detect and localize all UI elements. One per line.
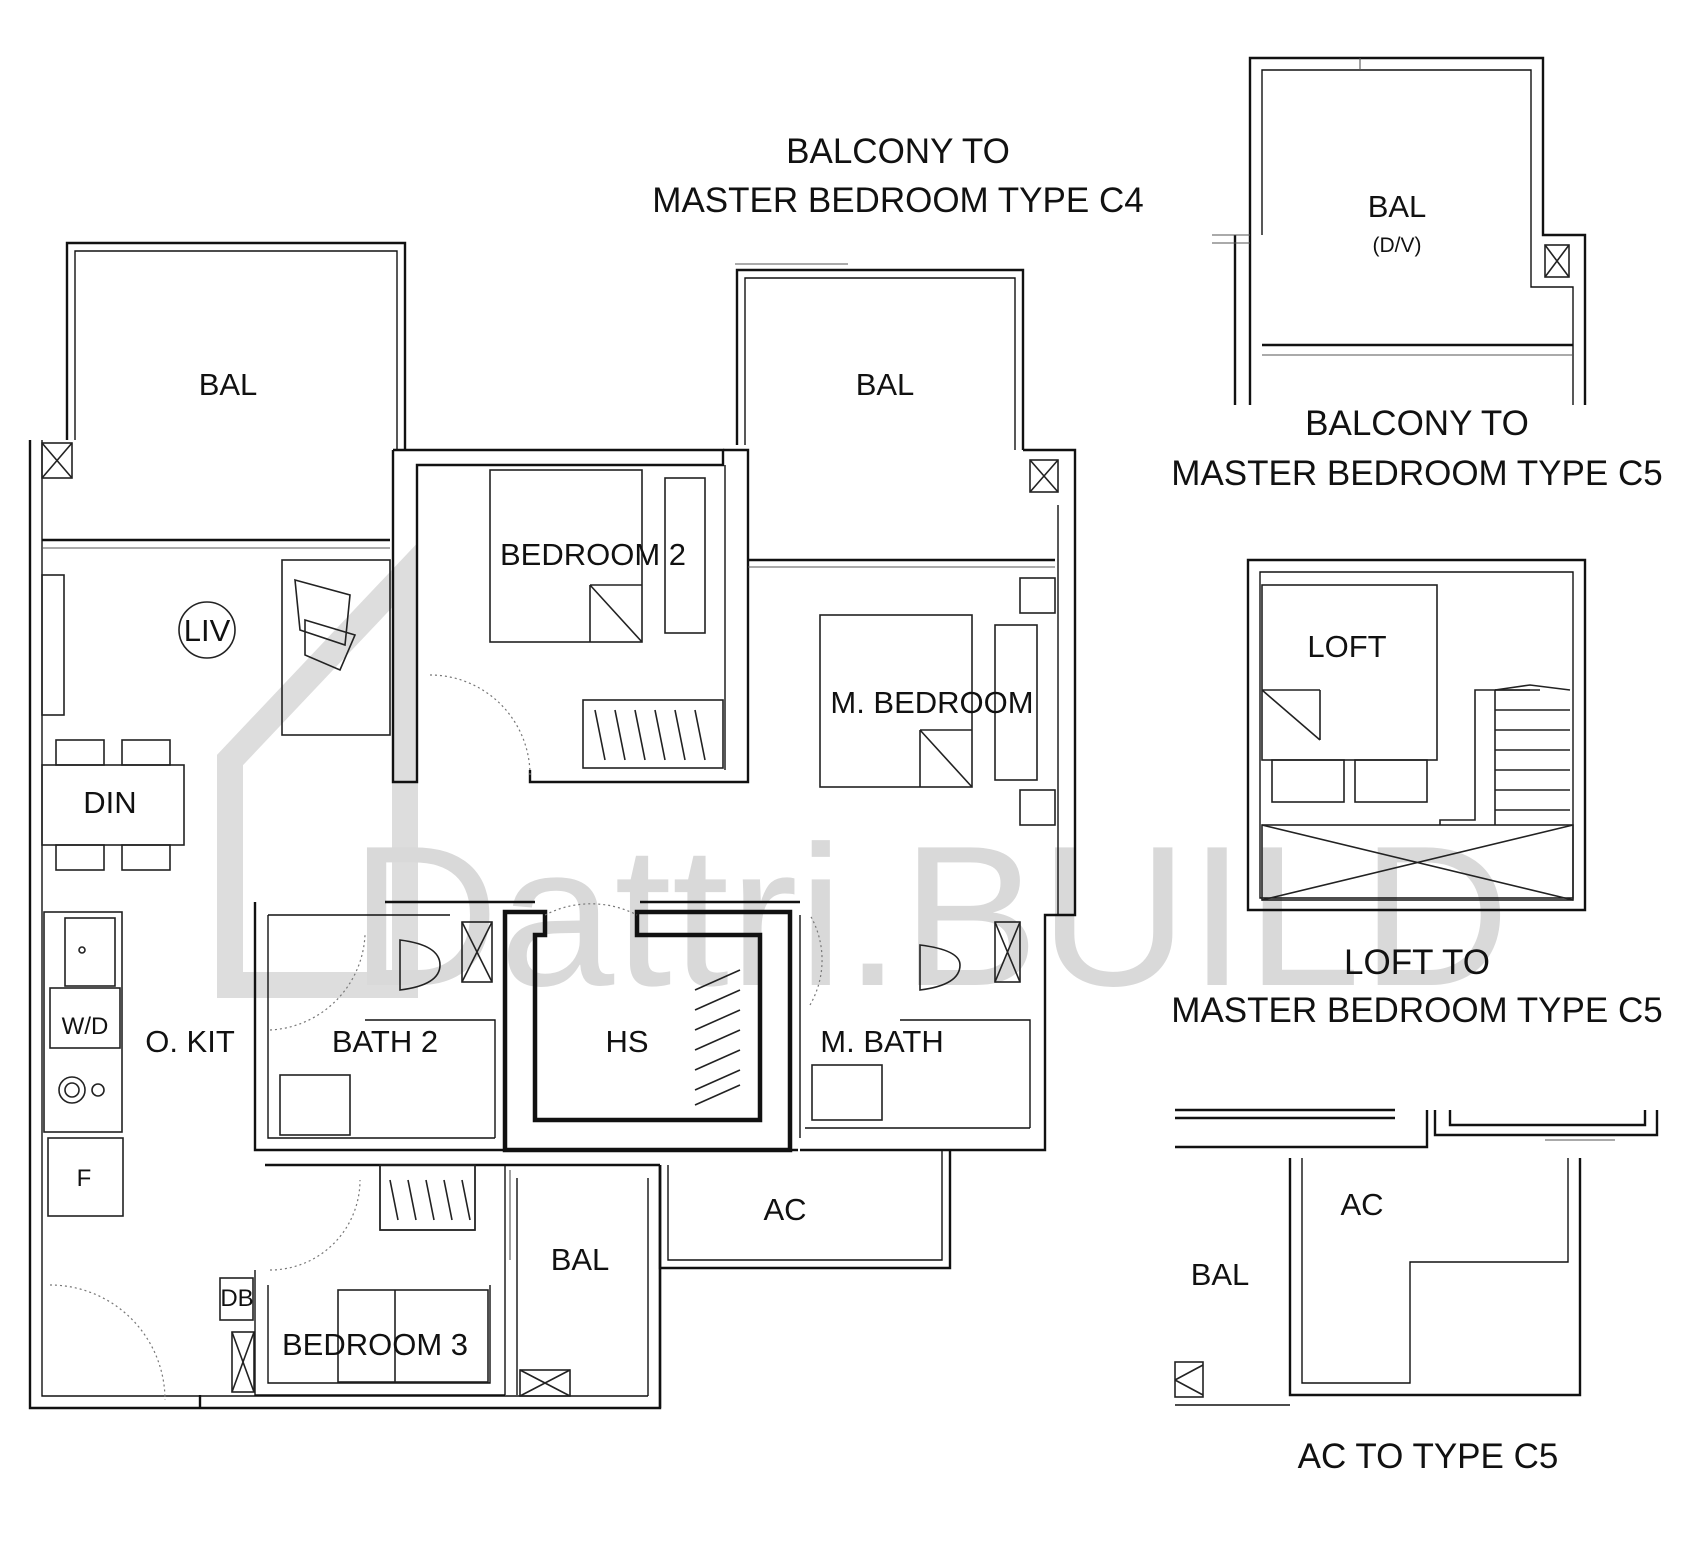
label-bal-master: BAL <box>856 367 915 402</box>
room-labels: BAL BAL BEDROOM 2 LIV M. BEDROOM DIN W/D… <box>62 367 1034 1362</box>
label-db: DB <box>220 1285 253 1312</box>
label-wd: W/D <box>62 1013 109 1040</box>
caption-c5-loft-line-1: LOFT TO <box>1344 943 1490 982</box>
label-bal-living: BAL <box>199 367 258 402</box>
inset-duct-icon <box>1544 244 1570 278</box>
caption-c5-ac-line-1: AC TO TYPE C5 <box>1298 1437 1559 1476</box>
label-bedroom-3: BEDROOM 3 <box>282 1327 468 1362</box>
duct-icons <box>41 442 1059 1397</box>
label-f: F <box>77 1165 92 1192</box>
inset-ac-label: AC <box>1340 1187 1383 1222</box>
label-m-bedroom: M. BEDROOM <box>830 685 1033 720</box>
caption-c4-line-1: BALCONY TO <box>786 132 1010 171</box>
label-bal-bedroom3: BAL <box>551 1242 610 1277</box>
label-m-bath: M. BATH <box>820 1024 943 1059</box>
label-din: DIN <box>83 785 136 820</box>
caption-c4: BALCONY TO MASTER BEDROOM TYPE C4 <box>652 132 1143 220</box>
door-swings <box>49 674 823 1401</box>
inset-ac-c5: AC BAL AC TO TYPE C5 <box>1174 1108 1659 1476</box>
inset-loft-c5: LOFT LOFT TO MASTER BEDROOM TYPE C5 <box>1171 558 1663 1030</box>
main-plan-walls <box>28 241 1077 1410</box>
label-o-kit: O. KIT <box>145 1024 235 1059</box>
furniture <box>41 469 1056 1383</box>
caption-c5-balcony-line-2: MASTER BEDROOM TYPE C5 <box>1171 454 1662 493</box>
liv-marker <box>178 601 236 659</box>
inset-loft-label: LOFT <box>1307 629 1386 664</box>
label-liv: LIV <box>184 613 231 648</box>
label-bedroom-2: BEDROOM 2 <box>500 537 686 572</box>
inset-ac-bal-label: BAL <box>1191 1257 1250 1292</box>
caption-c5-balcony-line-1: BALCONY TO <box>1305 404 1529 443</box>
caption-c4-line-2: MASTER BEDROOM TYPE C4 <box>652 181 1143 220</box>
watermark-house-icon <box>217 542 418 998</box>
inset-c5-bal-label: BAL <box>1368 189 1427 224</box>
label-ac: AC <box>763 1192 806 1227</box>
label-bath-2: BATH 2 <box>332 1024 438 1059</box>
label-hs: HS <box>605 1024 648 1059</box>
inset-balcony-c5: BAL (D/V) BALCONY TO MASTER BEDROOM TYPE… <box>1171 56 1663 493</box>
caption-c5-loft-line-2: MASTER BEDROOM TYPE C5 <box>1171 991 1662 1030</box>
inset-c5-bal-note: (D/V) <box>1373 234 1422 257</box>
